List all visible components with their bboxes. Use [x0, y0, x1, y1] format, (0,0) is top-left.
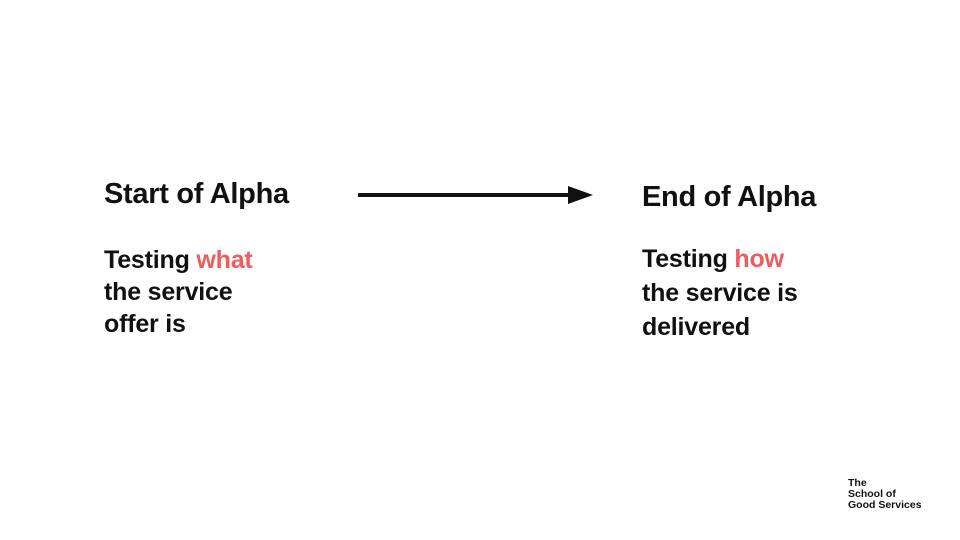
right-body-line2: the service is — [642, 279, 798, 307]
right-body-text: Testing how the service is delivered — [642, 242, 798, 344]
left-body-text: Testing what the service offer is — [104, 244, 253, 340]
left-body-line2: the service — [104, 278, 233, 306]
end-of-alpha-title: End of Alpha — [642, 181, 817, 213]
right-arrow-icon — [357, 183, 593, 207]
school-of-good-services-logo: The School of Good Services — [848, 478, 922, 511]
right-body-highlight: how — [734, 245, 784, 273]
left-body-line1: Testing what — [104, 244, 253, 276]
start-of-alpha-title: Start of Alpha — [104, 178, 289, 210]
right-body-line3: delivered — [642, 313, 750, 341]
logo-line2: School of — [848, 488, 896, 500]
left-body-prefix: Testing — [104, 246, 197, 274]
left-body-highlight: what — [196, 246, 253, 274]
right-body-prefix: Testing — [642, 245, 735, 273]
logo-line1: The — [848, 477, 867, 489]
logo-line3: Good Services — [848, 499, 922, 511]
left-body-line3: offer is — [104, 310, 186, 338]
right-body-line1: Testing how — [642, 242, 798, 276]
